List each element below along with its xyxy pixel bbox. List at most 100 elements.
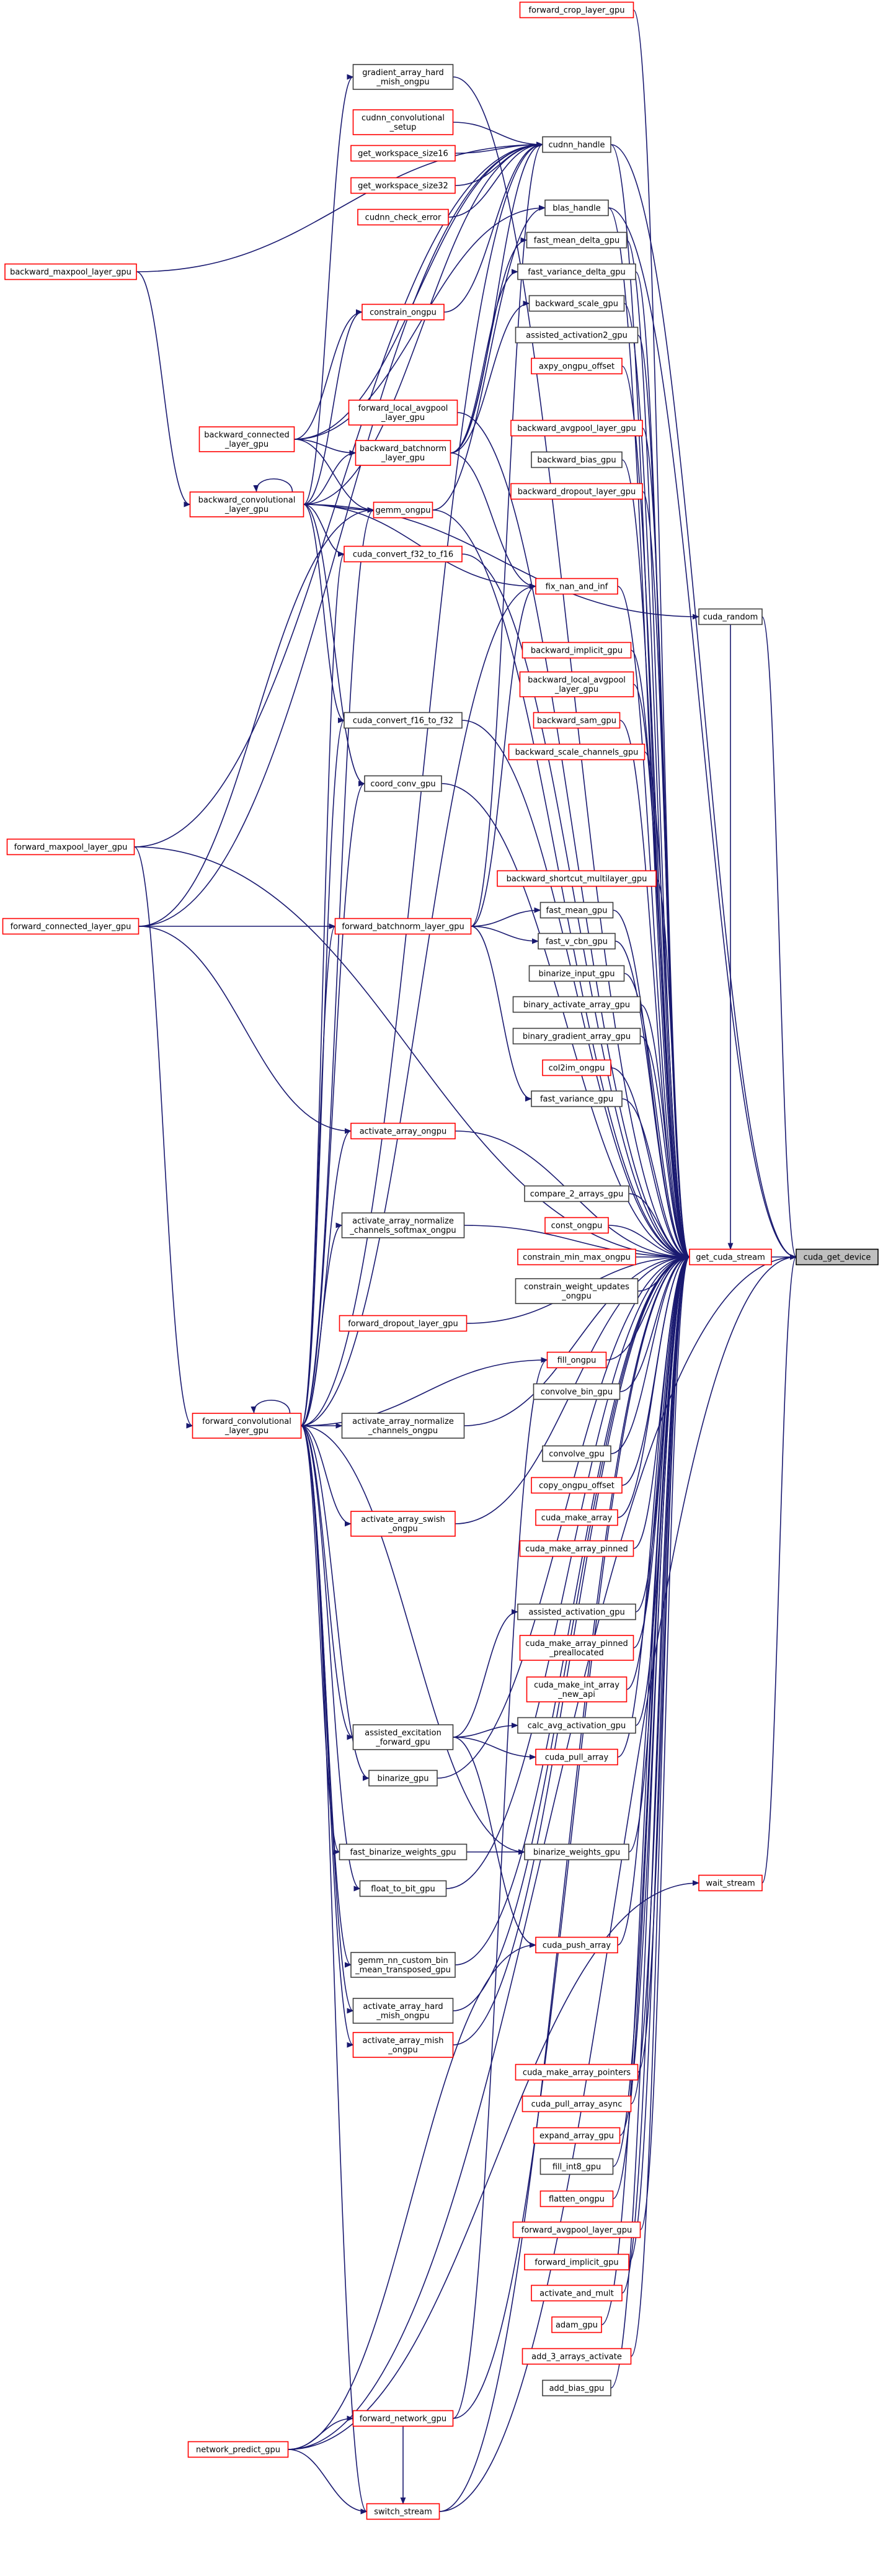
node-box (366, 2503, 440, 2520)
node-wait-stream[interactable]: wait_stream (698, 1874, 763, 1892)
node-binarize-weights-gpu[interactable]: binarize_weights_gpu (524, 1843, 629, 1861)
node-fast-mean-gpu[interactable]: fast_mean_gpu (539, 901, 614, 919)
node-compare-2-arrays-gpu[interactable]: compare_2_arrays_gpu (524, 1185, 629, 1202)
node-cuda-pull-array[interactable]: cuda_pull_array (535, 1748, 618, 1766)
node-assisted-excitation-forward-gpu[interactable]: assisted_excitation_forward_gpu (352, 1724, 454, 1750)
node-cuda-random[interactable]: cuda_random (698, 608, 763, 625)
node-backward-sam-gpu[interactable]: backward_sam_gpu (533, 712, 621, 729)
node-fill-int8-gpu[interactable]: fill_int8_gpu (539, 2158, 614, 2175)
node-forward-convolutional-layer-gpu[interactable]: forward_convolutional_layer_gpu (192, 1413, 302, 1439)
node-activate-array-normalize-channels-softmax-ongpu[interactable]: activate_array_normalize_channels_softma… (341, 1212, 465, 1238)
node-add-bias-gpu[interactable]: add_bias_gpu (542, 2379, 611, 2397)
node-blas-handle[interactable]: blas_handle (544, 199, 609, 217)
node-fast-v-cbn-gpu[interactable]: fast_v_cbn_gpu (538, 932, 616, 950)
node-cuda-make-int-array-new-api[interactable]: cuda_make_int_array_new_api (526, 1676, 628, 1702)
node-backward-bias-gpu[interactable]: backward_bias_gpu (531, 451, 623, 468)
node-forward-connected-layer-gpu[interactable]: forward_connected_layer_gpu (2, 918, 140, 935)
node-gemm-nn-custom-bin-mean-transposed-gpu[interactable]: gemm_nn_custom_bin_mean_transposed_gpu (350, 1952, 456, 1978)
node-forward-dropout-layer-gpu[interactable]: forward_dropout_layer_gpu (339, 1315, 468, 1332)
node-binary-gradient-array-gpu[interactable]: binary_gradient_array_gpu (512, 1027, 641, 1045)
node-binarize-input-gpu[interactable]: binarize_input_gpu (528, 965, 625, 982)
node-gemm-ongpu[interactable]: gemm_ongpu (373, 501, 433, 519)
node-activate-array-normalize-channels-ongpu[interactable]: activate_array_normalize_channels_ongpu (341, 1413, 465, 1439)
node-forward-avgpool-layer-gpu[interactable]: forward_avgpool_layer_gpu (512, 2221, 641, 2238)
edge-activate-array-normalize-channels-softmax-ongpu-to-get-cuda-stream (464, 1225, 691, 1260)
node-cuda-pull-array-async[interactable]: cuda_pull_array_async (521, 2095, 632, 2113)
edge-forward-convolutional-layer-gpu-to-binarize-gpu (301, 1425, 370, 1781)
node-backward-avgpool-layer-gpu[interactable]: backward_avgpool_layer_gpu (510, 419, 643, 437)
node-fast-mean-delta-gpu[interactable]: fast_mean_delta_gpu (526, 231, 628, 249)
node-switch-stream[interactable]: switch_stream (366, 2503, 440, 2520)
edge-cudnn-check-error-to-cudnn-handle (448, 141, 544, 218)
node-fast-variance-gpu[interactable]: fast_variance_gpu (531, 1090, 623, 1107)
node-forward-network-gpu[interactable]: forward_network_gpu (352, 2410, 454, 2427)
node-get-cuda-stream[interactable]: get_cuda_stream (689, 1248, 772, 1266)
node-cudnn-convolutional-setup[interactable]: cudnn_convolutional_setup (352, 109, 454, 135)
node-fix-nan-and-inf[interactable]: fix_nan_and_inf (535, 578, 618, 595)
node-get-workspace-size32[interactable]: get_workspace_size32 (350, 177, 456, 194)
node-assisted-activation-gpu[interactable]: assisted_activation_gpu (517, 1603, 636, 1621)
node-backward-implicit-gpu[interactable]: backward_implicit_gpu (521, 642, 632, 659)
node-fast-variance-delta-gpu[interactable]: fast_variance_delta_gpu (517, 263, 636, 280)
node-axpy-ongpu-offset[interactable]: axpy_ongpu_offset (531, 357, 623, 375)
node-cudnn-handle[interactable]: cudnn_handle (542, 136, 611, 153)
node-box (187, 2441, 289, 2458)
node-activate-array-mish-ongpu[interactable]: activate_array_mish_ongpu (352, 2032, 454, 2058)
node-assisted-activation2-gpu[interactable]: assisted_activation2_gpu (515, 326, 639, 344)
node-binarize-gpu[interactable]: binarize_gpu (368, 1769, 438, 1787)
node-convolve-gpu[interactable]: convolve_gpu (542, 1445, 611, 1462)
node-constrain-min-max-ongpu[interactable]: constrain_min_max_ongpu (517, 1248, 636, 1266)
node-convolve-bin-gpu[interactable]: convolve_bin_gpu (533, 1383, 621, 1400)
node-col2im-ongpu[interactable]: col2im_ongpu (542, 1059, 611, 1076)
node-coord-conv-gpu[interactable]: coord_conv_gpu (364, 775, 442, 792)
node-cuda-make-array-pinned[interactable]: cuda_make_array_pinned (519, 1540, 634, 1557)
node-fast-binarize-weights-gpu[interactable]: fast_binarize_weights_gpu (339, 1843, 468, 1861)
node-cuda-convert-f32-to-f16[interactable]: cuda_convert_f32_to_f16 (344, 545, 463, 563)
node-forward-batchnorm-layer-gpu[interactable]: forward_batchnorm_layer_gpu (334, 918, 472, 935)
node-cuda-make-array-pinned-preallocated[interactable]: cuda_make_array_pinned_preallocated (519, 1635, 634, 1661)
node-box (350, 1122, 456, 1140)
node-binary-activate-array-gpu[interactable]: binary_activate_array_gpu (512, 996, 641, 1013)
node-get-workspace-size16[interactable]: get_workspace_size16 (350, 145, 456, 162)
node-flatten-ongpu[interactable]: flatten_ongpu (539, 2190, 614, 2207)
node-label: cudnn_convolutional (362, 114, 445, 123)
node-gradient-array-hard-mish-ongpu[interactable]: gradient_array_hard_mish_ongpu (352, 64, 454, 90)
node-backward-scale-channels-gpu[interactable]: backward_scale_channels_gpu (508, 743, 646, 761)
node-float-to-bit-gpu[interactable]: float_to_bit_gpu (359, 1880, 447, 1897)
node-copy-ongpu-offset[interactable]: copy_ongpu_offset (531, 1477, 623, 1494)
node-forward-implicit-gpu[interactable]: forward_implicit_gpu (524, 2253, 629, 2271)
node-activate-array-swish-ongpu[interactable]: activate_array_swish_ongpu (350, 1511, 456, 1537)
node-constrain-ongpu[interactable]: constrain_ongpu (362, 303, 445, 321)
node-backward-connected-layer-gpu[interactable]: backward_connected_layer_gpu (198, 426, 295, 452)
node-activate-and-mult[interactable]: activate_and_mult (531, 2284, 623, 2302)
node-backward-maxpool-layer-gpu[interactable]: backward_maxpool_layer_gpu (4, 263, 137, 280)
node-backward-convolutional-layer-gpu[interactable]: backward_convolutional_layer_gpu (189, 491, 304, 517)
node-calc-avg-activation-gpu[interactable]: calc_avg_activation_gpu (517, 1717, 636, 1734)
node-const-ongpu[interactable]: const_ongpu (544, 1217, 609, 1234)
node-backward-batchnorm-layer-gpu[interactable]: backward_batchnorm_layer_gpu (355, 440, 451, 466)
node-backward-local-avgpool-layer-gpu[interactable]: backward_local_avgpool_layer_gpu (519, 671, 634, 697)
node-cuda-push-array[interactable]: cuda_push_array (535, 1936, 618, 1954)
node-forward-maxpool-layer-gpu[interactable]: forward_maxpool_layer_gpu (6, 838, 135, 856)
node-forward-local-avgpool-layer-gpu[interactable]: forward_local_avgpool_layer_gpu (348, 400, 458, 426)
node-cuda-get-device[interactable]: cuda_get_device (796, 1248, 879, 1266)
node-cuda-make-array-pointers[interactable]: cuda_make_array_pointers (515, 2064, 639, 2081)
node-cudnn-check-error[interactable]: cudnn_check_error (357, 208, 449, 226)
node-backward-shortcut-multilayer-gpu[interactable]: backward_shortcut_multilayer_gpu (497, 870, 657, 887)
node-network-predict-gpu[interactable]: network_predict_gpu (187, 2441, 289, 2458)
node-constrain-weight-updates-ongpu[interactable]: constrain_weight_updates_ongpu (515, 1278, 639, 1304)
node-box (517, 1603, 636, 1621)
node-cuda-make-array[interactable]: cuda_make_array (535, 1509, 618, 1526)
node-backward-dropout-layer-gpu[interactable]: backward_dropout_layer_gpu (510, 483, 643, 500)
node-cuda-convert-f16-to-f32[interactable]: cuda_convert_f16_to_f32 (344, 712, 463, 729)
node-adam-gpu[interactable]: adam_gpu (551, 2316, 602, 2333)
node-forward-crop-layer-gpu[interactable]: forward_crop_layer_gpu (519, 1, 634, 19)
node-activate-array-ongpu[interactable]: activate_array_ongpu (350, 1122, 456, 1140)
node-expand-array-gpu[interactable]: expand_array_gpu (533, 2127, 621, 2144)
node-fill-ongpu[interactable]: fill_ongpu (546, 1351, 607, 1369)
edge-gemm-ongpu-to-blas-handle (432, 205, 546, 511)
node-backward-scale-gpu[interactable]: backward_scale_gpu (528, 295, 625, 312)
node-activate-array-hard-mish-ongpu[interactable]: activate_array_hard_mish_ongpu (352, 1998, 454, 2024)
node-add-3-arrays-activate[interactable]: add_3_arrays_activate (521, 2348, 632, 2365)
node-label: backward_implicit_gpu (531, 646, 623, 656)
